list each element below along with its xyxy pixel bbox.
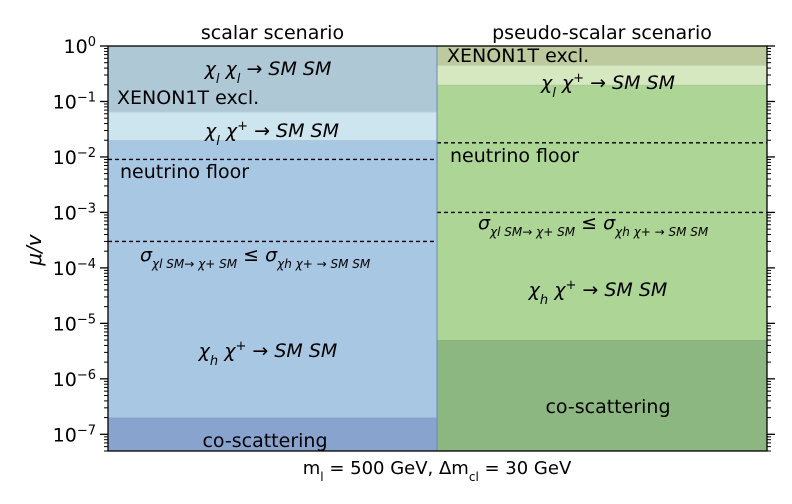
region-label: co-scattering	[202, 430, 327, 452]
cross-section-condition-label: σχl SM→ χ+ SM ≤ σχh χ+ → SM SM	[478, 212, 709, 239]
xenon1t-exclusion-label: XENON1T excl.	[117, 87, 259, 109]
y-tick-label: 10−7	[53, 423, 96, 447]
xenon1t-exclusion-label: XENON1T excl.	[447, 45, 589, 67]
region-label: co-scattering	[545, 396, 670, 418]
region-scalar-2	[108, 111, 437, 141]
region-label: χl χ+ → SM SM	[204, 119, 339, 149]
y-tick-label: 10−5	[53, 312, 96, 336]
neutrino-floor-label: neutrino floor	[450, 145, 579, 167]
region-label: χl χ+ → SM SM	[540, 71, 675, 101]
y-tick-label: 10−2	[53, 145, 96, 169]
panel-title: pseudo-scalar scenario	[492, 22, 712, 44]
y-tick-label: 100	[64, 35, 96, 59]
region-pseudo-0	[437, 340, 767, 451]
panel-title: scalar scenario	[201, 22, 344, 44]
cross-section-condition-label: σχl SM→ χ+ SM ≤ σχh χ+ → SM SM	[140, 244, 371, 271]
x-axis-label: ml = 500 GeV, Δmcl = 30 GeV	[303, 458, 572, 484]
region-pseudo-3	[437, 46, 767, 66]
y-tick-label: 10−3	[53, 201, 96, 225]
y-tick-label: 10−1	[53, 90, 96, 114]
neutrino-floor-label: neutrino floor	[120, 161, 249, 183]
y-axis-label: μ/v	[22, 233, 46, 266]
region-scalar-3	[108, 46, 437, 112]
region-scalar-0	[108, 417, 437, 451]
y-tick-label: 10−4	[53, 256, 96, 280]
region-scalar-1	[108, 140, 437, 418]
region-label: χl χl → SM SM	[204, 58, 332, 87]
region-label: χh χ+ → SM SM	[198, 339, 338, 369]
y-tick-label: 10−6	[53, 367, 96, 391]
plot-frame	[107, 45, 768, 452]
region-label: χh χ+ → SM SM	[528, 278, 668, 308]
region-pseudo-2	[437, 65, 767, 85]
